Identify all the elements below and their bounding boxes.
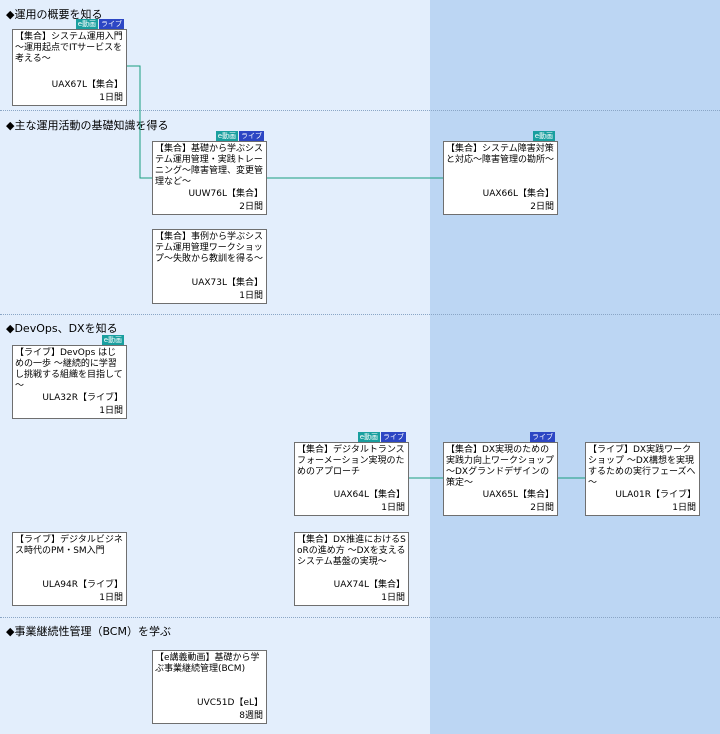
e-video-badge: e動画	[215, 131, 238, 141]
section-divider	[0, 314, 720, 315]
course-card-ula32r[interactable]: e動画 【ライブ】DevOps はじめの一歩 ～継続的に学習し挑戦する組織を目指…	[12, 335, 127, 419]
course-duration: 1日間	[99, 593, 123, 603]
course-duration: 2日間	[530, 503, 554, 513]
course-title: 【集合】事例から学ぶシステム運用管理ワークショップ～失敗から教訓を得る～	[155, 232, 264, 264]
e-video-badge: e動画	[532, 131, 555, 141]
course-duration: 1日間	[381, 503, 405, 513]
course-code: UAX64L【集合】	[333, 490, 405, 500]
e-video-badge: e動画	[101, 335, 124, 345]
course-duration: 2日間	[239, 202, 263, 212]
course-duration: 1日間	[672, 503, 696, 513]
course-duration: 2日間	[530, 202, 554, 212]
course-badges: e動画 ライブ	[75, 19, 124, 29]
course-card-uax66l[interactable]: e動画 【集合】システム障害対策と対応～障害管理の勘所～ UAX66L【集合】 …	[443, 131, 558, 215]
course-duration: 1日間	[239, 291, 263, 301]
course-code: UAX65L【集合】	[482, 490, 554, 500]
course-badges: e動画 ライブ	[357, 432, 406, 442]
section-divider	[0, 110, 720, 111]
course-card-uax64l[interactable]: e動画 ライブ 【集合】デジタルトランスフォーメーション実現のためのアプローチ …	[294, 432, 409, 516]
course-duration: 1日間	[99, 406, 123, 416]
course-badges: e動画 ライブ	[215, 131, 264, 141]
course-duration: 1日間	[381, 593, 405, 603]
course-card-uax73l[interactable]: 【集合】事例から学ぶシステム運用管理ワークショップ～失敗から教訓を得る～ UAX…	[152, 229, 267, 304]
course-card-ula94r[interactable]: 【ライブ】デジタルビジネス時代のPM・SM入門 ULA94R【ライブ】 1日間	[12, 532, 127, 606]
right-column-background	[430, 0, 720, 734]
course-badges: e動画	[101, 335, 124, 345]
course-card-uax67l[interactable]: e動画 ライブ 【集合】システム運用入門～運用起点でITサービスを考える～ UA…	[12, 19, 127, 106]
course-title: 【ライブ】DX実践ワークショップ ～DX構想を実現するための実行フェーズへ～	[588, 445, 696, 488]
section-divider	[0, 617, 720, 618]
e-video-badge: e動画	[357, 432, 380, 442]
course-card-uax65l[interactable]: ライブ 【集合】DX実現のための実践力向上ワークショップ ～DXグランドデザイン…	[443, 432, 558, 516]
course-card-ula01r[interactable]: 【ライブ】DX実践ワークショップ ～DX構想を実現するための実行フェーズへ～ U…	[585, 442, 700, 516]
course-code: UUW76L【集合】	[188, 189, 263, 199]
course-title: 【ライブ】デジタルビジネス時代のPM・SM入門	[15, 535, 123, 556]
course-badges: ライブ	[530, 432, 555, 442]
section-title-devops-dx: ◆DevOps、DXを知る	[6, 322, 118, 335]
section-title-operations-basics: ◆主な運用活動の基礎知識を得る	[6, 119, 169, 132]
section-title-operations-overview: ◆運用の概要を知る	[6, 8, 103, 21]
course-title: 【ライブ】DevOps はじめの一歩 ～継続的に学習し挑戦する組織を目指して～	[15, 348, 123, 391]
course-duration: 1日間	[99, 93, 123, 103]
live-badge: ライブ	[381, 432, 406, 442]
course-title: 【集合】DX実現のための実践力向上ワークショップ ～DXグランドデザインの策定～	[446, 445, 555, 488]
course-title: 【e講義動画】基礎から学ぶ事業継続管理(BCM)	[155, 653, 260, 674]
e-video-badge: e動画	[75, 19, 98, 29]
section-title-bcm: ◆事業継続性管理（BCM）を学ぶ	[6, 625, 171, 638]
live-badge: ライブ	[530, 432, 555, 442]
course-duration: 8週間	[239, 711, 263, 721]
course-title: 【集合】DX推進におけるSoRの進め方 ～DXを支えるシステム基盤の実現～	[297, 535, 406, 567]
course-code: UVC51D【eL】	[197, 698, 263, 708]
course-badges: e動画	[532, 131, 555, 141]
live-badge: ライブ	[99, 19, 124, 29]
connector-uax67l-uuw76l	[127, 65, 152, 179]
course-code: ULA94R【ライブ】	[42, 580, 123, 590]
course-card-uvc51d[interactable]: 【e講義動画】基礎から学ぶ事業継続管理(BCM) UVC51D【eL】 8週間	[152, 650, 267, 724]
course-code: ULA01R【ライブ】	[615, 490, 696, 500]
course-card-uax74l[interactable]: 【集合】DX推進におけるSoRの進め方 ～DXを支えるシステム基盤の実現～ UA…	[294, 532, 409, 606]
course-code: UAX67L【集合】	[51, 80, 123, 90]
course-code: ULA32R【ライブ】	[42, 393, 123, 403]
course-code: UAX73L【集合】	[191, 278, 263, 288]
live-badge: ライブ	[239, 131, 264, 141]
course-card-uuw76l[interactable]: e動画 ライブ 【集合】基礎から学ぶシステム運用管理・実践トレーニング～障害管理…	[152, 131, 267, 215]
course-code: UAX74L【集合】	[333, 580, 405, 590]
course-title: 【集合】基礎から学ぶシステム運用管理・実践トレーニング～障害管理、変更管理など～	[155, 144, 264, 187]
course-code: UAX66L【集合】	[482, 189, 554, 199]
course-title: 【集合】システム運用入門～運用起点でITサービスを考える～	[15, 32, 123, 64]
course-title: 【集合】デジタルトランスフォーメーション実現のためのアプローチ	[297, 445, 405, 477]
course-title: 【集合】システム障害対策と対応～障害管理の勘所～	[446, 144, 555, 165]
